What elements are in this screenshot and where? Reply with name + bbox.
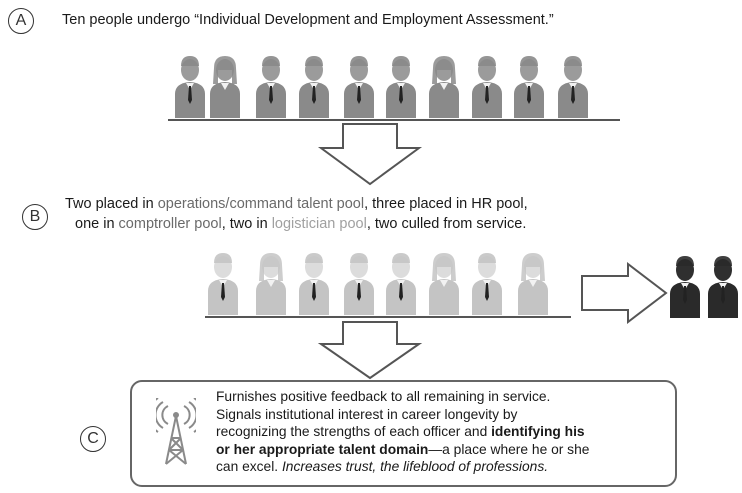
outcome-line-3a: recognizing the strengths of each office… xyxy=(216,424,492,440)
talent-domain-emphasis-2: or her appropriate talent domain xyxy=(216,441,429,457)
person-icon xyxy=(706,254,740,318)
person-icon xyxy=(384,54,418,118)
person-icon xyxy=(206,251,240,315)
down-arrow-icon xyxy=(317,123,423,186)
operations-pool-label: operations/command talent pool xyxy=(157,196,365,212)
person-icon xyxy=(297,251,331,315)
person-icon xyxy=(470,54,504,118)
section-b-line-1: Two placed in operations/command talent … xyxy=(65,196,528,212)
person-icon xyxy=(254,54,288,118)
person-icon xyxy=(516,251,550,315)
section-b-line-2: one in comptroller pool, two in logistic… xyxy=(75,216,526,232)
section-b-seg3: , three placed in HR pool, xyxy=(364,196,528,212)
person-icon xyxy=(384,251,418,315)
shelf-b xyxy=(205,316,571,318)
outcome-text: Furnishes positive feedback to all remai… xyxy=(216,388,666,476)
label-a: A xyxy=(8,8,34,34)
label-c: C xyxy=(80,426,106,452)
person-icon xyxy=(512,54,546,118)
broadcast-tower-icon xyxy=(156,398,196,465)
outcome-line-5: can excel. Increases trust, the lifebloo… xyxy=(216,458,666,476)
person-icon xyxy=(297,54,331,118)
person-icon xyxy=(556,54,590,118)
trust-statement: Increases trust, the lifeblood of profes… xyxy=(281,459,549,475)
section-b-seg8: , two culled from service. xyxy=(366,216,527,232)
comptroller-pool-label: comptroller pool xyxy=(118,216,222,232)
person-icon xyxy=(427,54,461,118)
outcome-box: Furnishes positive feedback to all remai… xyxy=(130,380,677,487)
right-arrow-icon xyxy=(581,262,668,324)
down-arrow-icon xyxy=(317,321,423,380)
logistician-pool-label: logistician pool xyxy=(271,216,367,232)
person-icon xyxy=(342,54,376,118)
person-icon xyxy=(173,54,207,118)
talent-domain-emphasis-1: identifying his xyxy=(491,424,585,440)
outcome-line-4c: —a place where he or she xyxy=(428,441,590,457)
person-icon xyxy=(208,54,242,118)
outcome-line-1: Furnishes positive feedback to all remai… xyxy=(216,389,551,404)
person-icon xyxy=(427,251,461,315)
section-a-text: Ten people undergo “Individual Developme… xyxy=(62,12,554,28)
shelf-a xyxy=(168,119,620,121)
person-icon xyxy=(470,251,504,315)
outcome-line-4: or her appropriate talent domain—a place… xyxy=(216,441,666,459)
label-b: B xyxy=(22,204,48,230)
section-b-seg6: , two in xyxy=(221,216,272,232)
person-icon xyxy=(342,251,376,315)
section-b-seg4: one in xyxy=(75,216,119,232)
section-b-seg1: Two placed in xyxy=(65,196,158,212)
outcome-line-5a: can excel. xyxy=(216,459,282,475)
person-icon xyxy=(668,254,702,318)
outcome-line-3: recognizing the strengths of each office… xyxy=(216,423,666,441)
person-icon xyxy=(254,251,288,315)
outcome-line-2: Signals institutional interest in career… xyxy=(216,406,518,422)
